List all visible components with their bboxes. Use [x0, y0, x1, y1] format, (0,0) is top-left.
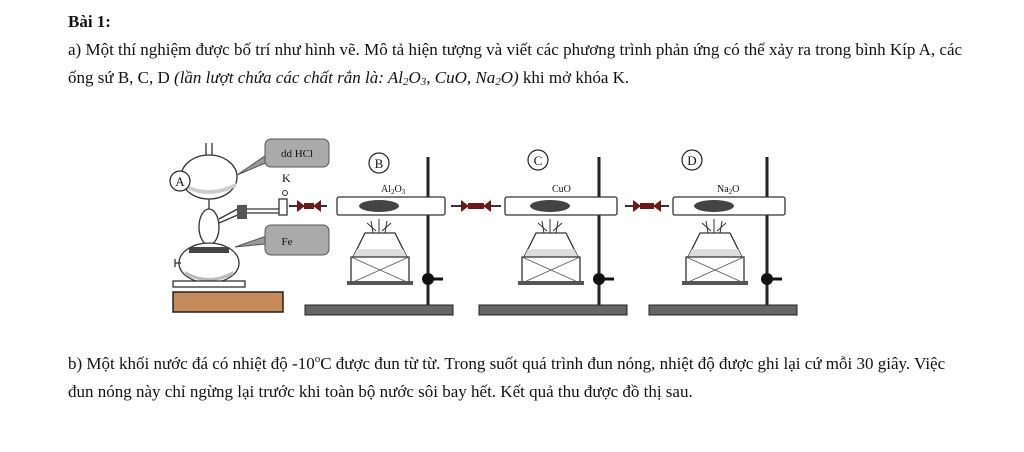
part-a-italic: (lần lượt chứa các chất rắn là: Al2O3, C… [174, 67, 519, 88]
fe-callout-text: Fe [282, 236, 293, 248]
exercise-heading: Bài 1: [68, 12, 111, 31]
fe-callout [264, 224, 330, 256]
tube-b-label: Al2O3 [381, 184, 406, 196]
hcl-callout-text: dd HCl [281, 148, 313, 160]
part-a-paragraph: a) Một thí nghiệm được bố trí như hình v… [68, 36, 968, 96]
label-a: A [175, 174, 185, 189]
connector-2 [451, 200, 501, 212]
apparatus-figure: A dd HCl Fe K [169, 138, 798, 316]
connector-1 [289, 200, 327, 212]
na-subscript-2: 2 [495, 75, 501, 88]
hcl-callout [264, 138, 330, 168]
label-c: C [534, 153, 543, 168]
part-a-text: a) Một thí nghiệm được bố trí như hình v… [68, 40, 963, 87]
part-b-text-end: C được đun từ từ. Trong suốt quá trình đ… [68, 354, 946, 401]
al-subscript-3: 3 [420, 75, 427, 88]
part-b-text: b) Một khối nước đá có nhiệt độ -10 [68, 354, 315, 373]
valve-k [282, 190, 288, 196]
cuo-text: , CuO, Na [426, 67, 496, 87]
italic-text-1: (lần lượt chứa các chất rắn là: Al [174, 67, 403, 87]
station-b: B Al2O3 [304, 152, 454, 316]
part-b-paragraph: b) Một khối nước đá có nhiệt độ -10oC đư… [68, 346, 968, 405]
al-subscript-2: 2 [402, 75, 409, 88]
al-oxygen: O [408, 67, 421, 87]
connector-3 [625, 200, 669, 212]
part-a-text-end: khi mở khóa K. [518, 67, 630, 87]
label-a-circle [169, 170, 191, 192]
na-oxygen: O) [500, 67, 519, 87]
degree-superscript: o [314, 353, 321, 365]
wooden-base [172, 291, 284, 313]
tube-c-label: CuO [552, 184, 571, 195]
label-b: B [375, 156, 384, 171]
tube-d-label: Na2O [717, 184, 739, 196]
station-d: D Na2O [648, 149, 798, 316]
valve-k-label: K [282, 171, 291, 185]
label-d: D [687, 153, 696, 168]
kipp-apparatus [172, 143, 288, 288]
station-c: C CuO [478, 149, 628, 316]
